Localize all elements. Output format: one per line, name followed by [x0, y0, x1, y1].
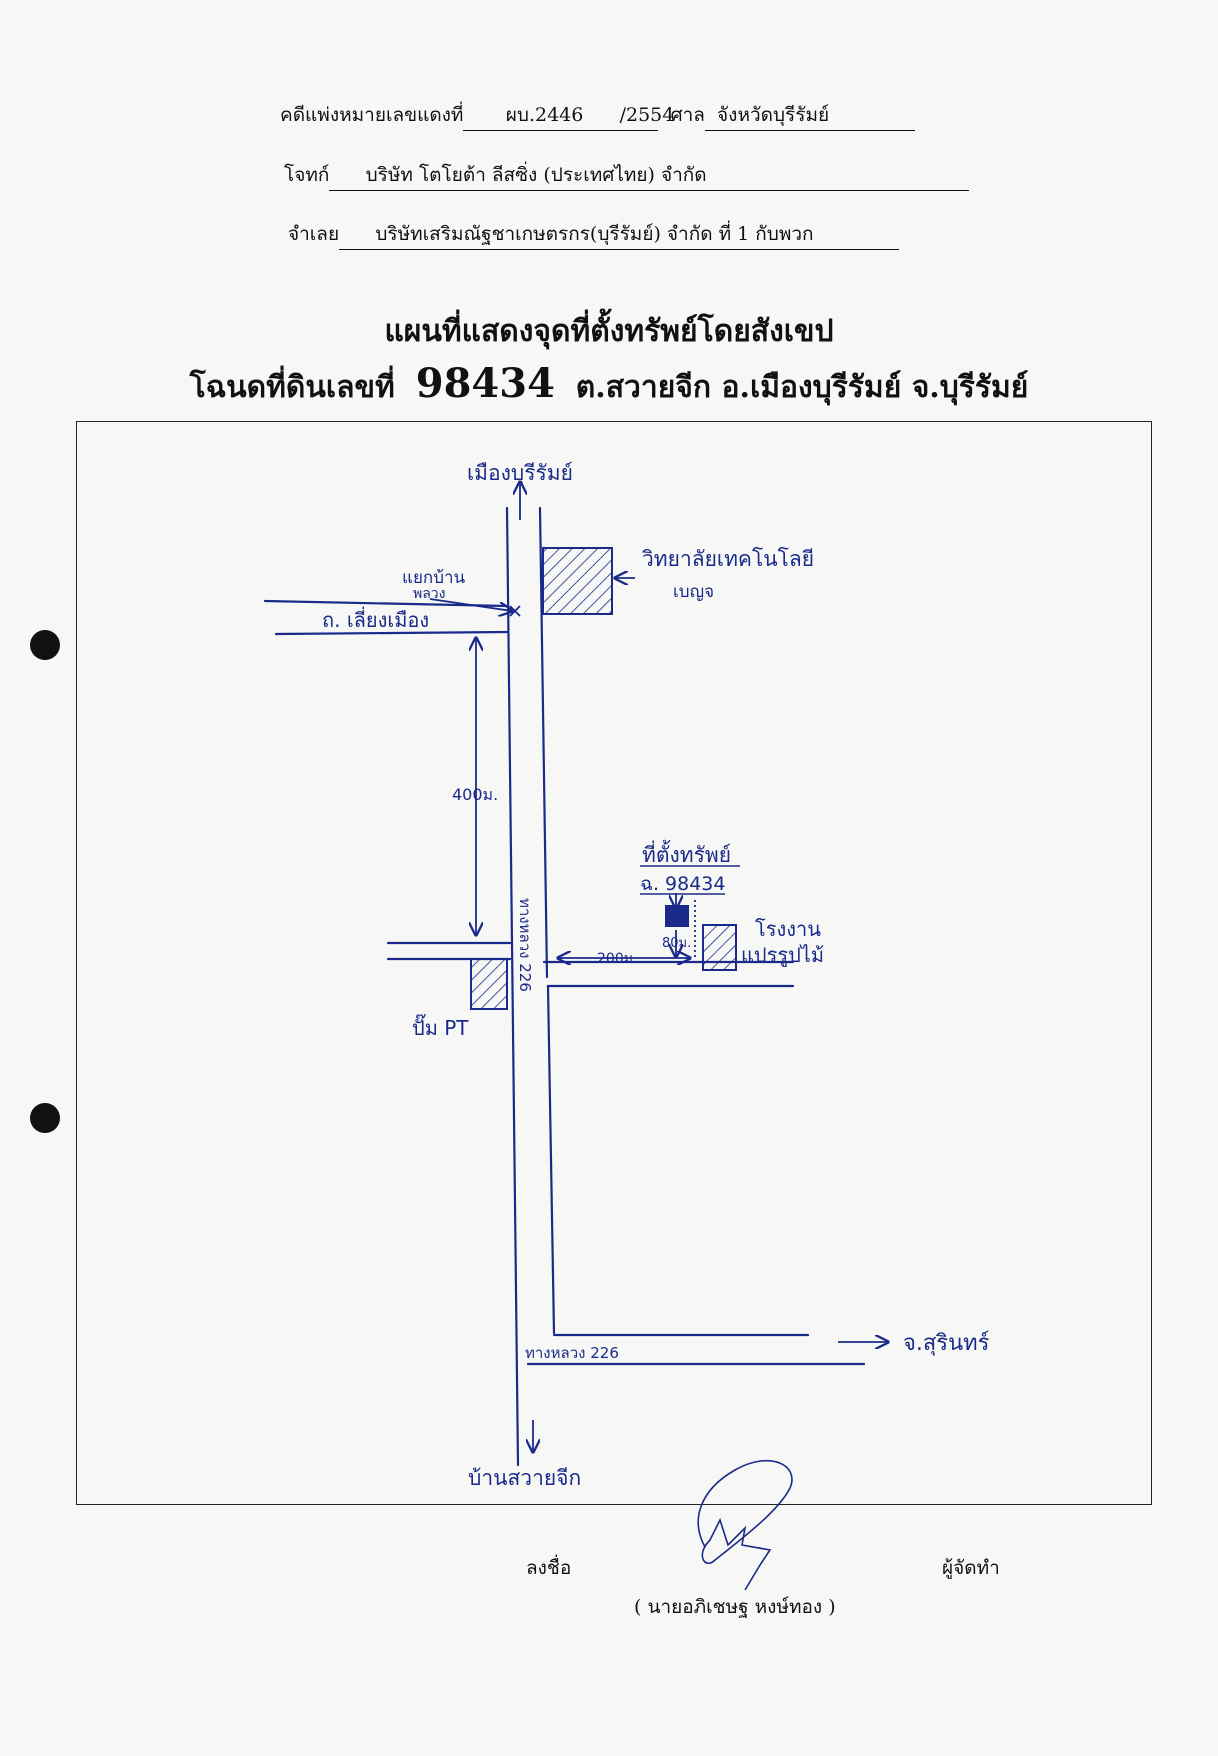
junction-label-line2: พลวง: [413, 586, 446, 602]
property-marker: [665, 905, 689, 927]
junction-pointer: [429, 598, 512, 611]
bypass-road-south-edge: [274, 630, 509, 636]
factory-label-line2: แปรรูปไม้: [741, 943, 824, 968]
deed-number: 98434: [415, 360, 555, 407]
gas-station-label: ปั๊ม PT: [412, 1013, 469, 1040]
junction-mark-b: [509, 605, 521, 617]
case-number-line: คดีแพ่งหมายเลขแดงที่ ผบ.2446 /2554 ศาล จ…: [280, 100, 915, 131]
highway-east-edge: [538, 506, 549, 979]
college-label-line1: วิทยาลัยเทคโนโลยี: [642, 547, 814, 571]
highway-bottom-label: ทางหลวง 226: [525, 1344, 619, 1362]
east-destination-label: จ.สุรินทร์: [903, 1331, 990, 1356]
map-title: แผนที่แสดงจุดที่ตั้งทรัพย์โดยสังเขป: [384, 314, 834, 349]
court-name: จังหวัดบุรีรัมย์: [717, 104, 830, 126]
signature-scribble: [697, 1459, 793, 1591]
preparer-name: ( นายอภิเชษฐ หงษ์ทอง ): [634, 1596, 836, 1618]
case-year: /2554: [619, 104, 675, 126]
map-frame: [76, 421, 1152, 1505]
court-label: ศาล: [670, 104, 705, 126]
preparer-role: ผู้จัดทำ: [942, 1557, 1000, 1579]
gas-station-building: [470, 958, 508, 1010]
case-label: คดีแพ่งหมายเลขแดงที่: [280, 104, 464, 126]
distance-400m-label: 400ม.: [452, 785, 498, 804]
highway-vertical-label: ทางหลวง 226: [516, 898, 534, 992]
plaintiff-line: โจทก์ บริษัท โตโยต้า ลีสซิ่ง (ประเทศไทย)…: [284, 160, 970, 191]
plaintiff-label: โจทก์: [284, 164, 330, 186]
college-building: [542, 547, 613, 615]
case-no: ผบ.2446: [505, 104, 584, 126]
punch-hole-top: [30, 630, 60, 660]
punch-hole-bottom: [30, 1103, 60, 1133]
factory-label-line1: โรงงาน: [755, 917, 821, 941]
deed-title: โฉนดที่ดินเลขที่ 98434 ต.สวายจีก อ.เมือง…: [0, 360, 1218, 411]
defendant-name: บริษัทเสริมณัฐชาเกษตรกร(บุรีรัมย์) จำกัด…: [375, 223, 814, 245]
property-deed-label: ฉ. 98434: [640, 873, 725, 895]
defendant-label: จำเลย: [288, 223, 340, 245]
junction-label-line1: แยกบ้าน: [402, 568, 466, 588]
defendant-line: จำเลย บริษัทเสริมณัฐชาเกษตรกร(บุรีรัมย์)…: [288, 219, 900, 250]
distance-200m-label: 200ม.: [597, 951, 637, 967]
south-destination-label: บ้านสวายจีก: [468, 1466, 581, 1490]
highway-east-edge-lower: [546, 984, 556, 1335]
bypass-road-label: ถ. เลี่ยงเมือง: [322, 606, 429, 632]
distance-80m-label: 80ม.: [662, 936, 691, 951]
highway-west-edge: [505, 506, 520, 1467]
factory-building: [702, 924, 737, 971]
plaintiff-name: บริษัท โตโยต้า ลีสซิ่ง (ประเทศไทย) จำกัด: [365, 164, 707, 186]
college-label-line2: เบญจ: [673, 582, 714, 602]
deed-label: โฉนดที่ดินเลขที่: [189, 370, 395, 405]
property-label: ที่ตั้งทรัพย์: [642, 840, 731, 867]
deed-location: ต.สวายจีก อ.เมืองบุรีรัมย์ จ.บุรีรัมย์: [575, 370, 1029, 405]
north-destination-label: เมืองบุรีรัมย์: [467, 461, 573, 486]
sign-label: ลงชื่อ: [526, 1557, 572, 1579]
